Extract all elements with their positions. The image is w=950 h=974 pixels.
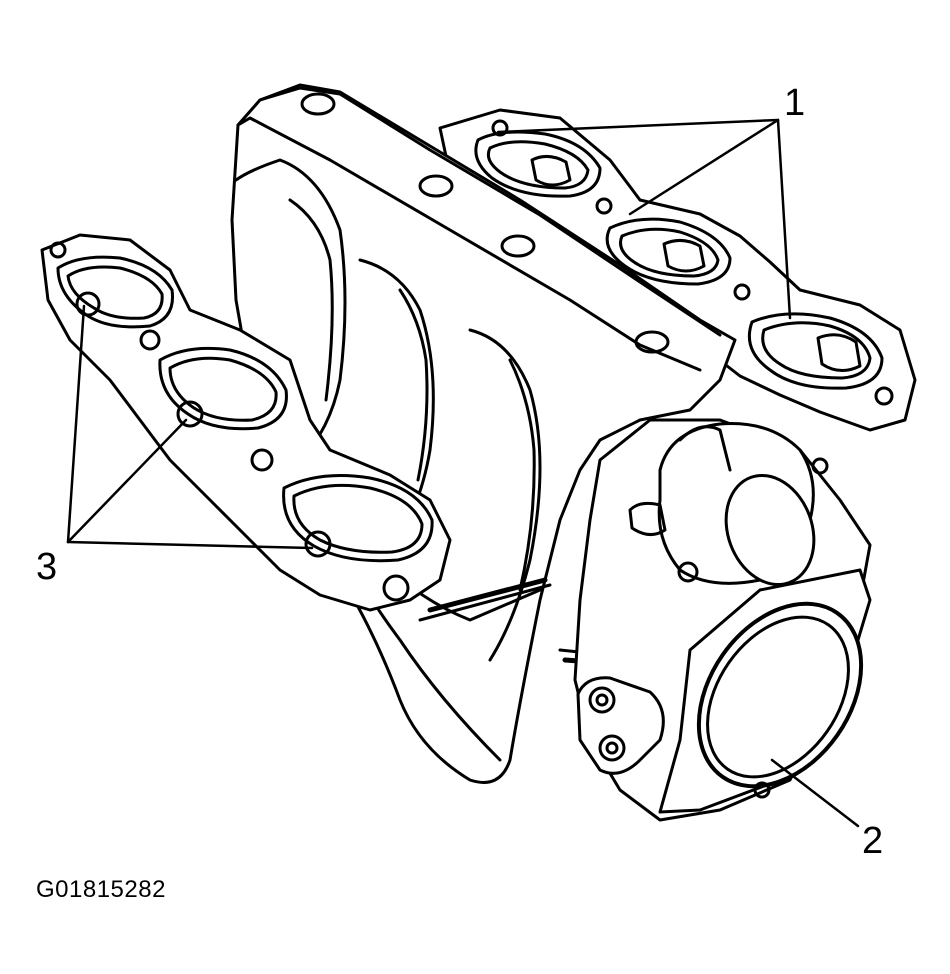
figure-id: G01815282	[36, 876, 166, 903]
throttle-body	[573, 418, 872, 822]
left-gasket-flange	[40, 233, 452, 612]
right-gasket-flange	[438, 108, 917, 432]
callout-1: 1	[784, 82, 806, 124]
callout-2: 2	[862, 820, 884, 862]
leader-lines	[66, 118, 860, 828]
callout-3: 3	[36, 546, 58, 588]
